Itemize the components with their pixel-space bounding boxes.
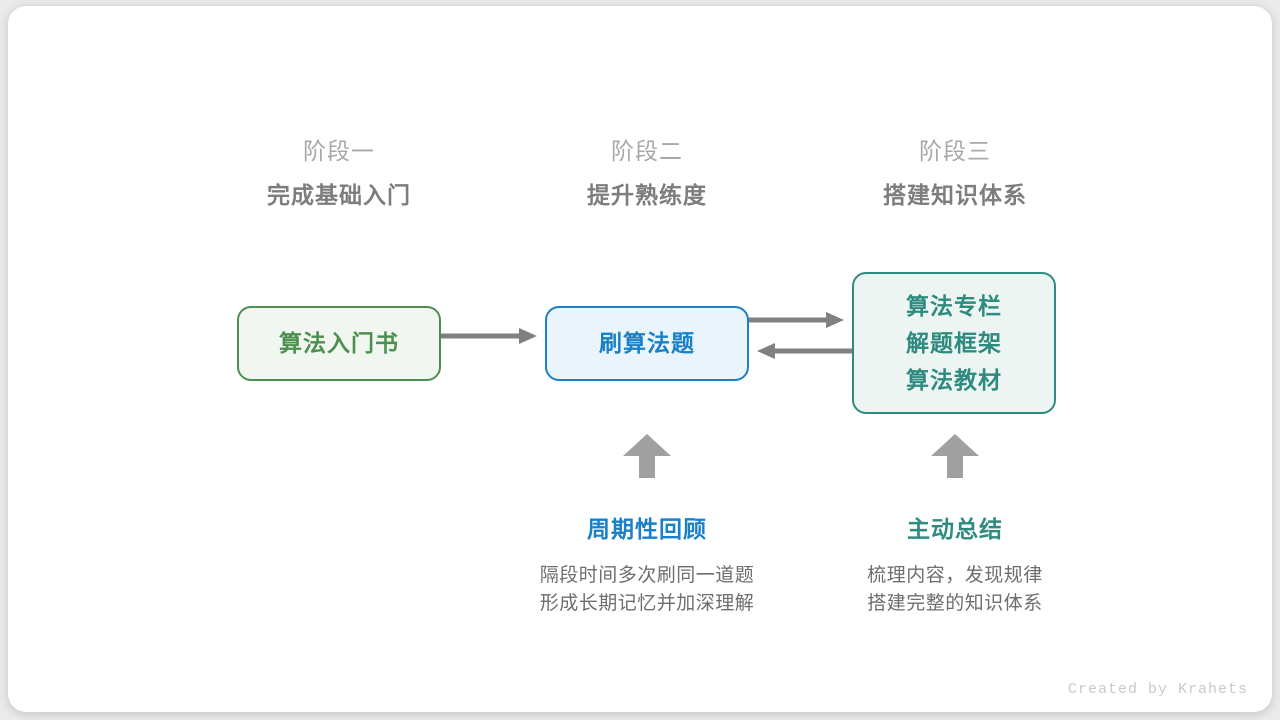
- stage-title-label: 搭建知识体系: [883, 182, 1027, 208]
- annotation-desc-line: 搭建完整的知识体系: [867, 593, 1043, 614]
- stage-header-2: 阶段二 提升熟练度: [497, 136, 797, 211]
- arrow-summary-up: [931, 434, 979, 478]
- node-line: 算法专栏: [906, 292, 1002, 319]
- annotation-desc-line: 隔段时间多次刷同一道题: [539, 565, 755, 586]
- annotation-description: 梳理内容，发现规律 搭建完整的知识体系: [795, 562, 1115, 618]
- annotation-desc-line: 梳理内容，发现规律: [867, 565, 1043, 586]
- stage-title-label: 提升熟练度: [587, 182, 707, 208]
- annotation-periodic-review: 周期性回顾 隔段时间多次刷同一道题 形成长期记忆并加深理解: [487, 514, 807, 618]
- arrow-resources-to-practice: [757, 343, 860, 359]
- stage-index-label: 阶段二: [611, 138, 683, 164]
- arrow-practice-to-resources: [741, 312, 844, 328]
- stage-header-3: 阶段三 搭建知识体系: [805, 136, 1105, 211]
- annotation-heading: 周期性回顾: [587, 516, 707, 542]
- stage-title-label: 完成基础入门: [267, 182, 411, 208]
- node-practice-problems[interactable]: 刷算法题: [545, 306, 749, 381]
- annotation-heading: 主动总结: [907, 516, 1003, 542]
- diagram-canvas: 阶段一 完成基础入门 阶段二 提升熟练度 阶段三 搭建知识体系: [8, 6, 1272, 712]
- node-learning-resources[interactable]: 算法专栏 解题框架 算法教材: [852, 272, 1056, 414]
- arrow-review-up: [623, 434, 671, 478]
- annotation-description: 隔段时间多次刷同一道题 形成长期记忆并加深理解: [487, 562, 807, 618]
- annotation-desc-line: 形成长期记忆并加深理解: [539, 593, 755, 614]
- node-line: 刷算法题: [599, 330, 695, 356]
- stage-header-1: 阶段一 完成基础入门: [189, 136, 489, 211]
- stage-index-label: 阶段三: [919, 138, 991, 164]
- node-line: 算法教材: [906, 366, 1002, 393]
- node-algorithm-intro-book[interactable]: 算法入门书: [237, 306, 441, 381]
- stage-index-label: 阶段一: [303, 138, 375, 164]
- annotation-active-summary: 主动总结 梳理内容，发现规律 搭建完整的知识体系: [795, 514, 1115, 618]
- node-line: 算法入门书: [279, 330, 399, 356]
- arrow-book-to-practice: [433, 328, 537, 344]
- credit-watermark: Created by Krahets: [1067, 681, 1248, 698]
- node-line: 解题框架: [906, 329, 1002, 356]
